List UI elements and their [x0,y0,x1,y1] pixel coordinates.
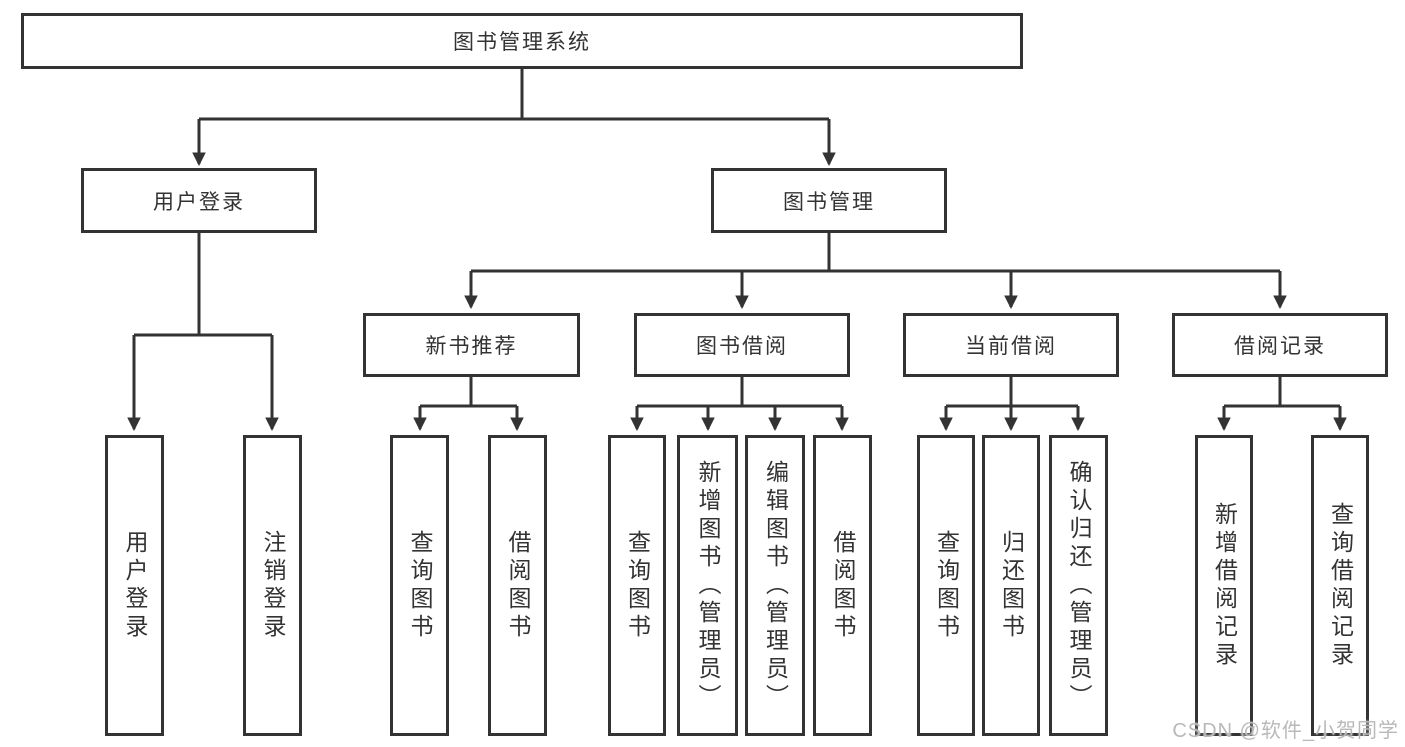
connector-root-to-level2 [192,69,836,167]
leaf-logout: 注销登录 [243,435,302,736]
leaf-user-login: 用户登录 [105,435,164,736]
connector-bookborrow-to-leaves [630,377,849,432]
leaf-query-borrow-record: 查询借阅记录 [1311,435,1369,736]
leaf-add-book-admin: 新增图书（管理员） [677,435,738,736]
node-user-login: 用户登录 [81,168,317,233]
leaf-return-book: 归还图书 [982,435,1040,736]
node-book-borrow: 图书借阅 [634,313,850,377]
connector-borrowrecord-to-leaves [1217,377,1347,432]
leaf-add-borrow-record: 新增借阅记录 [1195,435,1253,736]
leaf-edit-book-admin: 编辑图书（管理员） [745,435,805,736]
node-book-management: 图书管理 [711,168,947,233]
leaf-borrow-book-2: 借阅图书 [813,435,872,736]
connector-bookmgmt-to-level3 [464,233,1287,310]
leaf-query-book-2: 查询图书 [608,435,666,736]
node-current-borrow: 当前借阅 [903,313,1119,377]
leaf-borrow-book-1: 借阅图书 [488,435,547,736]
node-root: 图书管理系统 [21,13,1023,69]
leaf-confirm-return-admin: 确认归还（管理员） [1049,435,1108,736]
csdn-watermark: CSDN @软件_小贺同学 [1172,720,1399,742]
node-borrow-record: 借阅记录 [1172,313,1388,377]
node-new-book-recommend: 新书推荐 [363,313,580,377]
connector-currentborrow-to-leaves [939,377,1085,432]
connector-userlogin-to-leaves [127,233,279,432]
leaf-query-book-3: 查询图书 [917,435,975,736]
connector-newbookrec-to-leaves [413,377,524,432]
leaf-query-book-1: 查询图书 [390,435,449,736]
